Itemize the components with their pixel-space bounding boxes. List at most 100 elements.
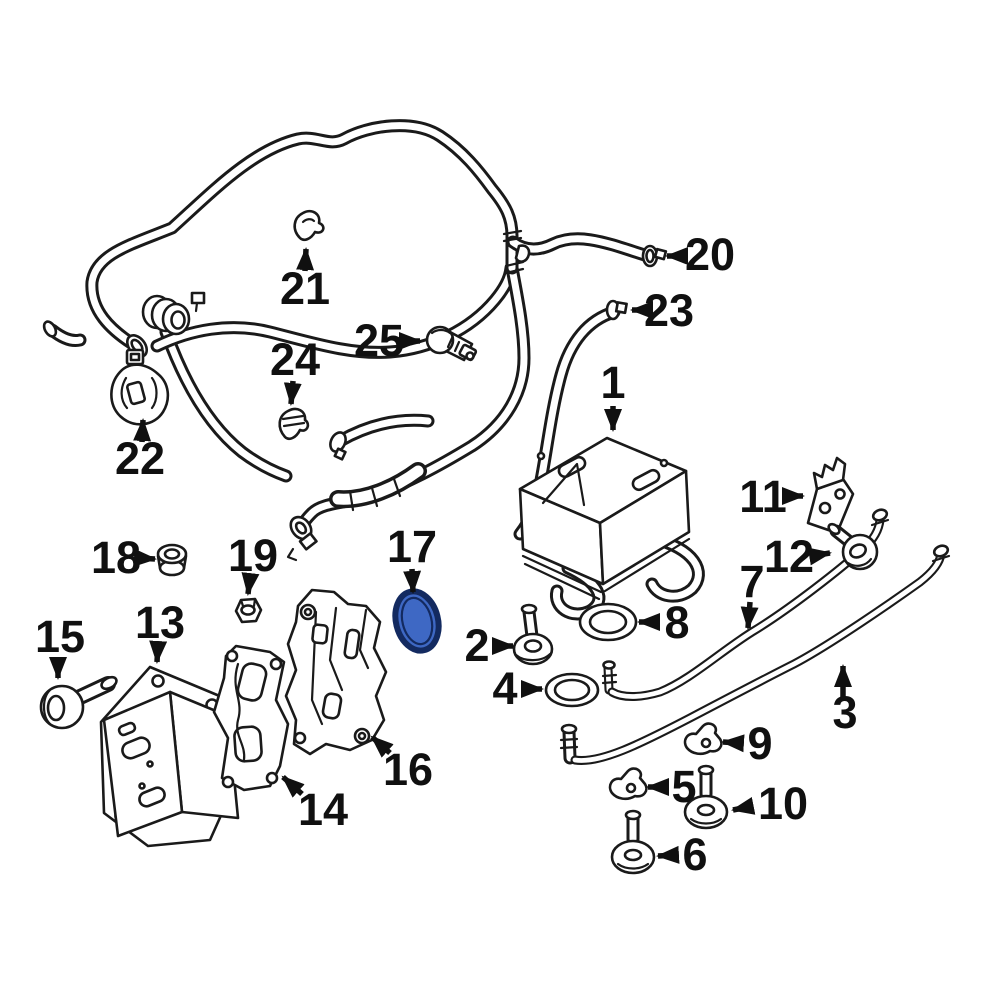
part-9-clip [683, 722, 723, 756]
hose-coupler-bands [502, 229, 525, 275]
part-2-bolt [512, 603, 554, 666]
callout-2[interactable]: 2 [464, 620, 515, 671]
callout-13-label[interactable]: 13 [135, 597, 185, 648]
callout-7-label[interactable]: 7 [739, 556, 764, 607]
callout-23[interactable]: 23 [630, 285, 694, 336]
part-18-grommet [156, 543, 188, 577]
part-12-bolt [827, 522, 879, 571]
hose-rib-ticks [348, 477, 402, 512]
part-24-clip [278, 407, 310, 441]
callout-11-label[interactable]: 11 [739, 471, 787, 522]
callout-3-label[interactable]: 3 [832, 687, 857, 738]
callout-14-label[interactable]: 14 [298, 784, 348, 835]
oring-inner-line [400, 596, 434, 646]
callout-24[interactable]: 24 [270, 334, 320, 406]
callout-24-label[interactable]: 24 [270, 334, 320, 385]
callout-19-arrow [241, 572, 260, 596]
oring-body[interactable] [389, 587, 444, 655]
part-11-bracket [806, 456, 855, 535]
callout-12-label[interactable]: 12 [764, 531, 814, 582]
callout-17[interactable]: 17 [387, 521, 437, 594]
part-8-seal [578, 602, 638, 642]
callout-22[interactable]: 22 [115, 418, 165, 484]
callout-20[interactable]: 20 [665, 229, 735, 280]
callout-9-label[interactable]: 9 [747, 718, 772, 769]
callout-7-arrow [740, 601, 759, 630]
part-6-bolt [612, 811, 654, 873]
callout-8[interactable]: 8 [637, 597, 690, 648]
part-19-nut [234, 597, 263, 624]
hose-connector-fitting [141, 291, 206, 336]
part-17-oring-highlighted[interactable] [389, 587, 444, 655]
callout-24-arrow [283, 380, 302, 406]
callout-18-arrow [133, 548, 157, 567]
callout-18[interactable]: 18 [91, 532, 157, 583]
callout-14[interactable]: 14 [281, 774, 348, 835]
callout-12-arrow [807, 547, 832, 566]
callout-2-label[interactable]: 2 [464, 620, 489, 671]
callout-10-arrow [731, 797, 756, 815]
callout-4-label[interactable]: 4 [492, 663, 517, 714]
callout-6[interactable]: 6 [656, 829, 708, 880]
callout-12[interactable]: 12 [764, 531, 832, 582]
callout-10[interactable]: 10 [731, 778, 808, 829]
callout-8-label[interactable]: 8 [664, 597, 689, 648]
callout-13[interactable]: 13 [135, 597, 185, 664]
hose-tail-left [166, 332, 286, 476]
callout-23-label[interactable]: 23 [644, 285, 694, 336]
callout-1[interactable]: 1 [600, 357, 626, 432]
part-25-sensor [425, 325, 478, 362]
callout-16[interactable]: 16 [370, 734, 433, 795]
part-21-clip [293, 209, 325, 242]
callout-16-label[interactable]: 16 [383, 744, 433, 795]
part-14-gasket [212, 644, 290, 792]
part-16-adapter-housing [284, 588, 388, 756]
callout-1-label[interactable]: 1 [600, 357, 625, 408]
hose-port-hook [286, 547, 298, 562]
callout-18-label[interactable]: 18 [91, 532, 141, 583]
callout-22-arrow [133, 418, 152, 443]
callout-7[interactable]: 7 [739, 556, 765, 630]
hose-stub-ring [329, 431, 347, 461]
callout-19-label[interactable]: 19 [228, 530, 278, 581]
callout-9-arrow [721, 734, 745, 753]
callout-6-arrow [656, 845, 680, 864]
callouts-layer: 1 2 3 4 5 6 7 8 [35, 229, 858, 880]
callout-3[interactable]: 3 [832, 664, 858, 738]
part-13-oil-cooler [99, 665, 240, 848]
callout-19[interactable]: 19 [228, 530, 278, 596]
part-23-hose-end [605, 299, 628, 321]
part-1-oil-cooler [518, 436, 698, 614]
part-7-pipe [601, 508, 890, 697]
callout-20-label[interactable]: 20 [685, 229, 735, 280]
callout-9[interactable]: 9 [721, 718, 773, 769]
hose-port-fitting [289, 515, 318, 551]
callout-22-label[interactable]: 22 [115, 433, 165, 484]
hose-coupler-tab [514, 244, 531, 263]
part-3-pipe [559, 544, 951, 761]
callout-25[interactable]: 25 [354, 315, 422, 366]
part-15-bolt [39, 675, 118, 730]
callout-6-label[interactable]: 6 [682, 829, 707, 880]
part-5-clip [608, 767, 648, 801]
part-20-hose-end [641, 244, 668, 268]
callout-15[interactable]: 15 [35, 611, 85, 680]
part-22-clamp [110, 348, 170, 426]
callout-25-label[interactable]: 25 [354, 315, 404, 366]
callout-5[interactable]: 5 [646, 761, 697, 812]
part-4-seal [544, 672, 600, 708]
callout-11[interactable]: 11 [739, 471, 805, 522]
hose-open-end-far-left [42, 320, 58, 338]
callout-4[interactable]: 4 [492, 663, 544, 714]
callout-21-label[interactable]: 21 [280, 263, 330, 314]
callout-21-arrow [296, 247, 315, 272]
callout-13-arrow [149, 640, 168, 664]
callout-15-label[interactable]: 15 [35, 611, 85, 662]
callout-17-arrow [403, 568, 422, 594]
callout-17-label[interactable]: 17 [387, 521, 437, 572]
callout-10-label[interactable]: 10 [758, 778, 808, 829]
callout-21[interactable]: 21 [280, 247, 330, 314]
callout-5-label[interactable]: 5 [671, 761, 696, 812]
